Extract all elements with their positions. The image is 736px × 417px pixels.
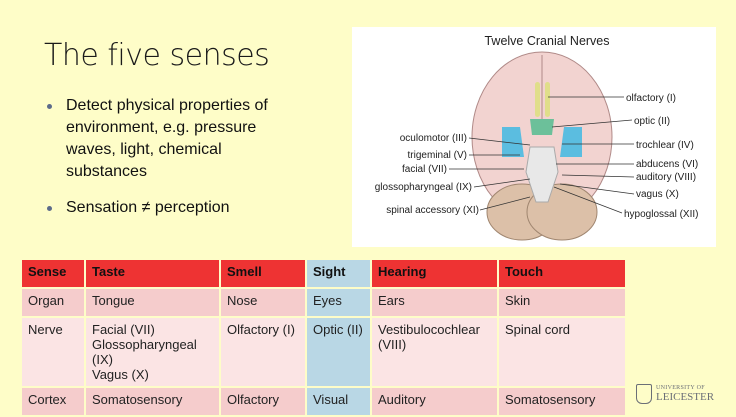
bullet-item: Detect physical properties of environmen… — [44, 95, 304, 183]
logo-line2: LEICESTER — [656, 391, 715, 403]
nerve-label-right: trochlear (IV) — [636, 140, 694, 151]
logo-line1: UNIVERSITY OF — [656, 385, 705, 391]
table-cell: Organ — [22, 289, 84, 316]
table-row: Organ Tongue Nose Eyes Ears Skin — [22, 289, 625, 316]
table-cell: Skin — [499, 289, 625, 316]
table-header-row: Sense Taste Smell Sight Hearing Touch — [22, 260, 625, 287]
university-logo: UNIVERSITY OF LEICESTER — [636, 384, 714, 404]
table-cell: Somatosensory — [86, 388, 219, 415]
cranial-nerves-figure: Twelve Cranial Nerves oculomotor (III) t… — [352, 27, 716, 247]
slide-title: The five senses — [44, 38, 270, 73]
bullet-list: Detect physical properties of environmen… — [44, 95, 304, 233]
table-cell: Somatosensory — [499, 388, 625, 415]
nerve-label-left: facial (VII) — [402, 164, 447, 175]
table-cell: Tongue — [86, 289, 219, 316]
leader-lines — [449, 96, 635, 214]
nerve-label-right: optic (II) — [634, 116, 670, 127]
table-cell: Olfactory (I) — [221, 318, 305, 386]
figure-title: Twelve Cranial Nerves — [484, 34, 609, 48]
senses-table: Sense Taste Smell Sight Hearing Touch Or… — [20, 258, 627, 417]
header-cell: Smell — [221, 260, 305, 287]
brain-illustration — [471, 51, 613, 241]
table-cell: Auditory — [372, 388, 497, 415]
bullet-dot-icon — [47, 104, 52, 109]
nerve-label-right: olfactory (I) — [626, 93, 676, 104]
table-cell: Nose — [221, 289, 305, 316]
table-cell: Ears — [372, 289, 497, 316]
header-cell: Sense — [22, 260, 84, 287]
crest-icon — [636, 384, 652, 404]
table-cell: Nerve — [22, 318, 84, 386]
nerve-label-right: abducens (VI) — [636, 159, 698, 170]
header-cell: Taste — [86, 260, 219, 287]
table-cell: Cortex — [22, 388, 84, 415]
table-cell: Facial (VII) Glossopharyngeal (IX) Vagus… — [86, 318, 219, 386]
bullet-dot-icon — [47, 206, 52, 211]
header-cell: Hearing — [372, 260, 497, 287]
header-cell: Sight — [307, 260, 370, 287]
nerve-label-left: spinal accessory (XI) — [386, 205, 479, 216]
table-cell: Vestibulocochlear (VIII) — [372, 318, 497, 386]
nerve-label-right: vagus (X) — [636, 189, 679, 200]
nerve-label-left: oculomotor (III) — [400, 133, 467, 144]
table-row: Cortex Somatosensory Olfactory Visual Au… — [22, 388, 625, 415]
table-cell: Eyes — [307, 289, 370, 316]
table-cell: Optic (II) — [307, 318, 370, 386]
table-cell: Olfactory — [221, 388, 305, 415]
bullet-item: Sensation ≠ perception — [44, 197, 304, 219]
nerve-label-left: trigeminal (V) — [408, 150, 467, 161]
table-cell: Visual — [307, 388, 370, 415]
table-cell: Spinal cord — [499, 318, 625, 386]
table-row: Nerve Facial (VII) Glossopharyngeal (IX)… — [22, 318, 625, 386]
nerve-label-left: glossopharyngeal (IX) — [375, 182, 472, 193]
header-cell: Touch — [499, 260, 625, 287]
nerve-label-right: auditory (VIII) — [636, 172, 696, 183]
nerve-label-right: hypoglossal (XII) — [624, 209, 698, 220]
